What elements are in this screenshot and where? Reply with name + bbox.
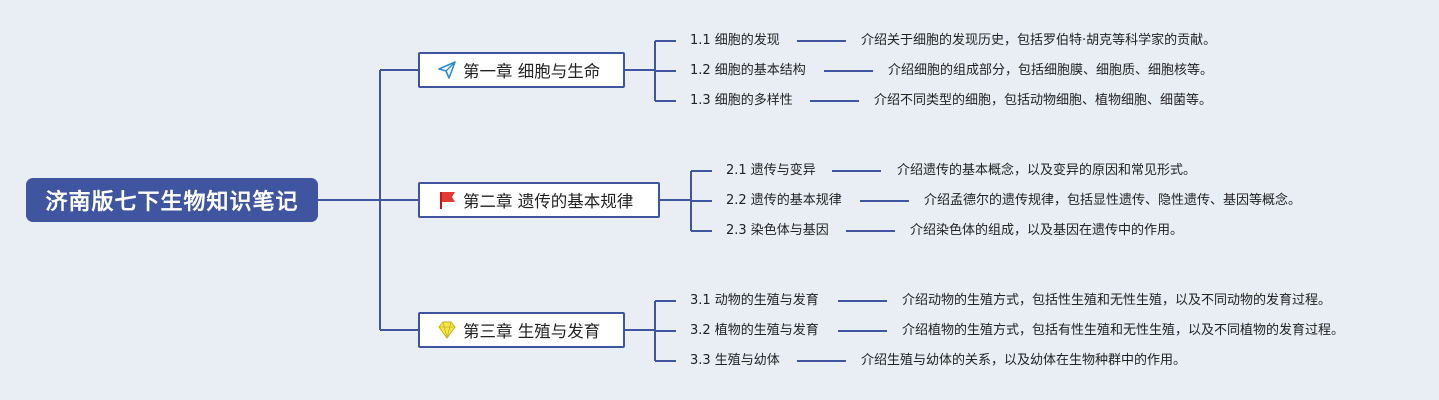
section-2-2-desc: 介绍孟德尔的遗传规律，包括显性遗传、隐性遗传、基因等概念。	[924, 193, 1302, 208]
section-2-3-label[interactable]: 2.3 染色体与基因	[726, 223, 829, 238]
section-1-3-desc: 介绍不同类型的细胞，包括动物细胞、植物细胞、细菌等。	[874, 93, 1213, 108]
section-2-3-desc: 介绍染色体的组成，以及基因在遗传中的作用。	[910, 223, 1184, 238]
root-node[interactable]: 济南版七下生物知识笔记	[26, 178, 318, 222]
section-1-1-label[interactable]: 1.1 细胞的发现	[690, 33, 780, 48]
diamond-icon	[436, 319, 458, 341]
section-1-2-label[interactable]: 1.2 细胞的基本结构	[690, 63, 806, 78]
section-1-1-desc: 介绍关于细胞的发现历史，包括罗伯特·胡克等科学家的贡献。	[861, 33, 1217, 48]
section-3-3-desc: 介绍生殖与幼体的关系，以及幼体在生物种群中的作用。	[861, 353, 1187, 368]
section-3-1-label[interactable]: 3.1 动物的生殖与发育	[690, 293, 819, 308]
chapter-2-node[interactable]: 第二章 遗传的基本规律	[418, 182, 660, 218]
section-2-1-desc: 介绍遗传的基本概念，以及变异的原因和常见形式。	[897, 163, 1197, 178]
paper-plane-icon	[436, 59, 458, 81]
section-3-3-label[interactable]: 3.3 生殖与幼体	[690, 353, 780, 368]
section-1-2-desc: 介绍细胞的组成部分，包括细胞膜、细胞质、细胞核等。	[888, 63, 1214, 78]
section-3-2-desc: 介绍植物的生殖方式，包括有性生殖和无性生殖，以及不同植物的发育过程。	[902, 323, 1345, 338]
section-3-1-desc: 介绍动物的生殖方式，包括性生殖和无性生殖，以及不同动物的发育过程。	[902, 293, 1332, 308]
root-title: 济南版七下生物知识笔记	[45, 190, 299, 215]
section-2-1-label[interactable]: 2.1 遗传与变异	[726, 163, 816, 178]
chapter-1-title: 第一章 细胞与生命	[463, 62, 601, 81]
section-2-2-label[interactable]: 2.2 遗传的基本规律	[726, 193, 842, 208]
chapter-3-title: 第三章 生殖与发育	[463, 322, 601, 341]
chapter-3-node[interactable]: 第三章 生殖与发育	[418, 312, 625, 348]
section-3-2-label[interactable]: 3.2 植物的生殖与发育	[690, 323, 819, 338]
section-1-3-label[interactable]: 1.3 细胞的多样性	[690, 93, 793, 108]
chapter-1-node[interactable]: 第一章 细胞与生命	[418, 52, 625, 88]
red-flag-icon	[436, 189, 458, 211]
chapter-2-title: 第二章 遗传的基本规律	[463, 192, 634, 211]
